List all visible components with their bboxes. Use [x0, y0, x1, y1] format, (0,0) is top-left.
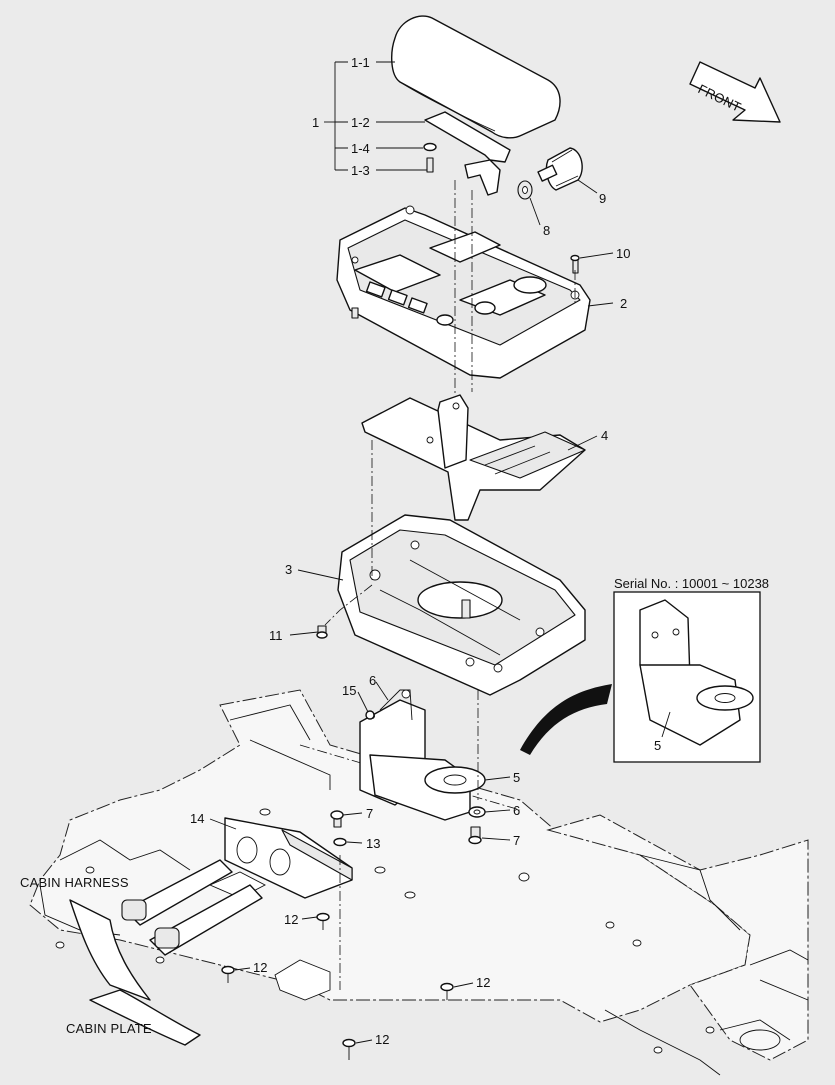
mount-plate	[361, 394, 586, 521]
callout-12-a: 12	[284, 912, 298, 927]
callout-7-lower: 7	[513, 833, 520, 848]
callout-6-washer: 6	[513, 803, 520, 818]
assembly-bracket-1	[324, 61, 348, 171]
callout-5-main: 5	[513, 770, 520, 785]
callout-12-d: 12	[375, 1032, 389, 1047]
callout-3: 3	[285, 562, 292, 577]
cabin-plate-label: CABIN PLATE	[66, 1021, 152, 1036]
callout-1-1: 1-1	[351, 55, 370, 70]
bracket-plate	[224, 817, 353, 899]
armrest-assembly	[391, 15, 561, 196]
callout-13: 13	[366, 836, 380, 851]
callout-15: 15	[342, 683, 356, 698]
console	[336, 205, 591, 379]
callout-7-upper: 7	[366, 806, 373, 821]
lower-housing	[337, 514, 586, 696]
callout-labels: 1 1-1 1-2 1-4 1-3 9 8 10 2 4 3 11 15 6 5…	[190, 55, 661, 1047]
inset-caption: Serial No. : 10001 ~ 10238	[614, 576, 769, 591]
pedestal-bracket	[359, 689, 486, 821]
callout-1: 1	[312, 115, 319, 130]
callout-10: 10	[616, 246, 630, 261]
callout-1-2: 1-2	[351, 115, 370, 130]
callout-5-inset: 5	[654, 738, 661, 753]
front-direction-arrow: FRONT	[689, 61, 781, 123]
fasteners	[221, 254, 580, 1060]
callout-1-4: 1-4	[351, 141, 370, 156]
knob-assembly	[517, 147, 583, 200]
assembly-center-lines	[324, 180, 576, 990]
callout-14: 14	[190, 811, 204, 826]
callout-9: 9	[599, 191, 606, 206]
callout-8: 8	[543, 223, 550, 238]
cabin-harness-label: CABIN HARNESS	[20, 875, 129, 890]
callout-12-c: 12	[476, 975, 490, 990]
callout-6-top: 6	[369, 673, 376, 688]
callout-11: 11	[269, 628, 283, 643]
leader-lines	[209, 61, 671, 1044]
cabin-harness	[69, 859, 263, 1046]
callout-4: 4	[601, 428, 608, 443]
callout-1-3: 1-3	[351, 163, 370, 178]
callout-12-b: 12	[253, 960, 267, 975]
serial-inset: Serial No. : 10001 ~ 10238	[520, 576, 769, 763]
callout-2: 2	[620, 296, 627, 311]
